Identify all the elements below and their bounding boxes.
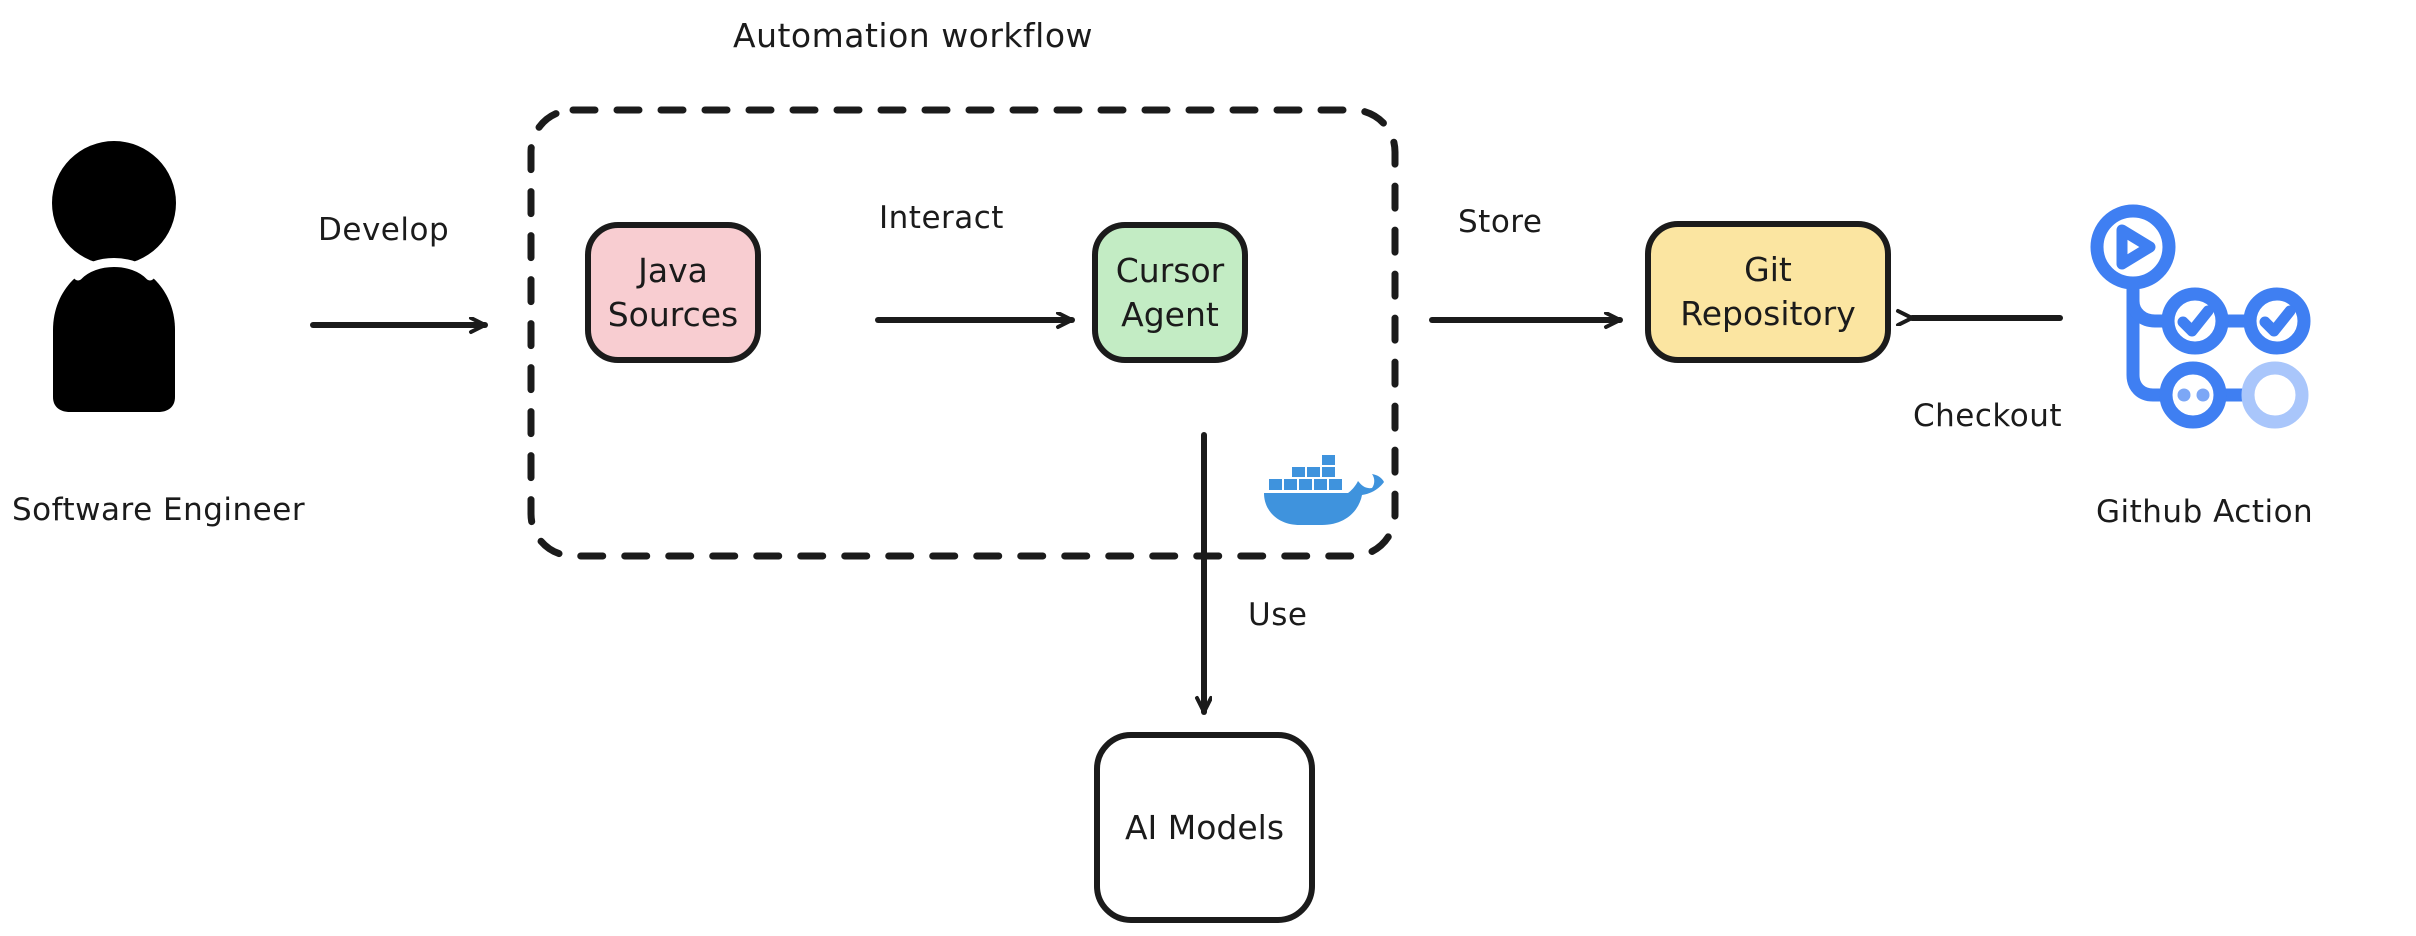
person-icon	[52, 141, 176, 412]
checkout-edge-label: Checkout	[1913, 398, 2063, 434]
automation-workflow-group-boundary	[527, 106, 1399, 560]
interact-edge-label: Interact	[879, 200, 1004, 236]
cursor-agent-box[interactable]	[1092, 222, 1248, 363]
ai-models-box[interactable]	[1094, 732, 1315, 923]
github-actions-icon	[2090, 204, 2311, 429]
docker-whale-icon	[1264, 455, 1384, 525]
java-sources-box[interactable]	[585, 222, 761, 363]
automation-workflow-group-label: Automation workflow	[733, 16, 1094, 55]
develop-edge-label: Develop	[318, 212, 450, 248]
store-edge-label: Store	[1458, 204, 1543, 240]
github-action-caption: Github Action	[2096, 494, 2314, 530]
use-edge-label: Use	[1248, 597, 1308, 633]
git-repository-box[interactable]	[1645, 221, 1891, 363]
software-engineer-caption: Software Engineer	[12, 492, 306, 528]
